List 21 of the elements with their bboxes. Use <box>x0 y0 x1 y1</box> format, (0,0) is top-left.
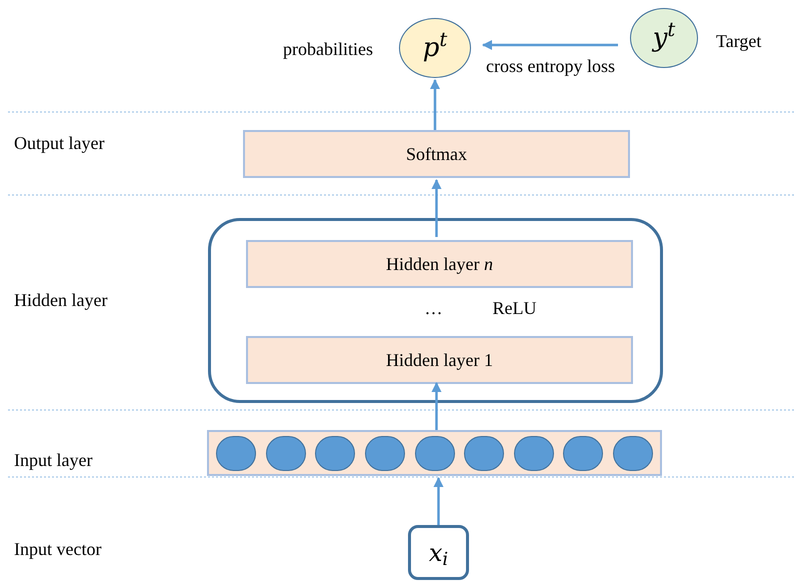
input-layer-bar <box>207 430 662 476</box>
arrow <box>430 79 440 130</box>
arrow <box>432 382 442 430</box>
activation-label: ReLU <box>492 297 536 319</box>
layer-name: Input layer <box>14 449 92 471</box>
layer-box: Softmax <box>243 130 630 178</box>
layer-box: Hidden layer 1 <box>246 336 633 384</box>
arrow <box>432 179 442 237</box>
layer-name: Input vector <box>14 538 102 560</box>
layer-name: Hidden layer <box>14 289 108 311</box>
hidden-layer-group <box>208 218 663 403</box>
input-vector-box: x$_{i}$ <box>408 525 469 580</box>
output-circle: p$^{t}$ <box>399 18 471 78</box>
layer-box: Hidden layer n <box>246 240 633 288</box>
arrow <box>482 40 618 50</box>
ellipsis-text: … <box>424 297 442 319</box>
node-caption: Target <box>716 30 762 52</box>
layer-name: Output layer <box>14 132 104 154</box>
arrow <box>434 477 444 525</box>
node-caption: probabilities <box>283 38 373 60</box>
target-circle: y$^{t}$ <box>630 8 698 68</box>
